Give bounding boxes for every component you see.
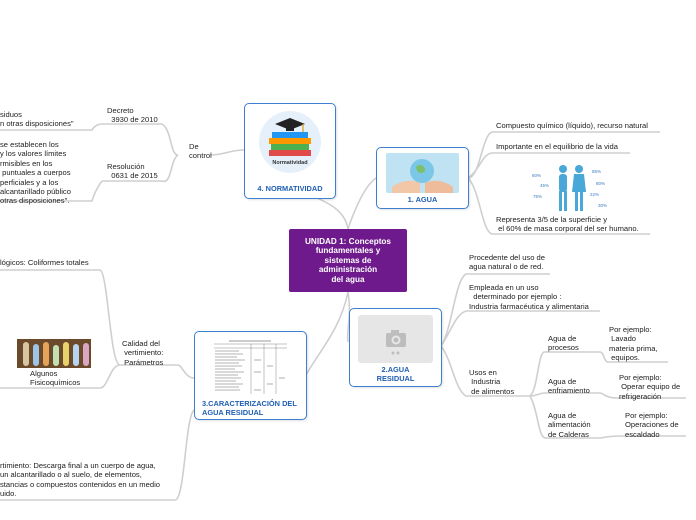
figure-label-0: 60% — [532, 173, 541, 178]
books-graduation-cap-icon — [259, 111, 321, 173]
resolucion-label[interactable]: Resolución 0631 de 2015 — [107, 162, 158, 181]
de-control-label[interactable]: De control — [189, 142, 212, 161]
parametros-fisicoquimicos[interactable]: Algunos Fisicoquímicos — [30, 369, 81, 388]
agua-enfriamiento[interactable]: Agua de enfriamiento — [548, 377, 590, 396]
decreto-detail[interactable]: siduos n otras disposiciones" — [0, 110, 74, 129]
agua-procesos[interactable]: Agua de procesos — [548, 334, 579, 353]
agua-residual-image-placeholder — [358, 315, 433, 363]
central-topic[interactable]: UNIDAD 1: Conceptos fundamentales y sist… — [289, 229, 407, 292]
camera-icon — [386, 330, 406, 355]
normatividad-image-caption: Normatividad — [272, 160, 308, 166]
agua-item-representa[interactable]: Representa 3/5 de la superficie y el 60%… — [496, 215, 639, 234]
figure-label-6: 30% — [598, 203, 607, 208]
figure-label-4: 80% — [596, 181, 605, 186]
caracterizacion-table-image — [209, 338, 292, 395]
node-normatividad[interactable]: Normatividad 4. NORMATIVIDAD — [244, 103, 336, 199]
human-body-water-icon: 60% 45% 75% 85% 80% 22% 30% — [532, 165, 607, 211]
residual-usos[interactable]: Usos en Industria de alimentos — [469, 368, 515, 396]
residual-procedente[interactable]: Procedente del uso de agua natural o de … — [469, 253, 545, 272]
normatividad-image: Normatividad — [255, 110, 325, 174]
figure-label-3: 85% — [592, 169, 601, 174]
agua-image — [386, 153, 459, 193]
agua-item-equilibrio[interactable]: Importante en el equilibrio de la vida — [496, 142, 618, 151]
node-agua-residual-label: 2.AGUA RESIDUAL — [376, 365, 415, 383]
node-normatividad-label: 4. NORMATIVIDAD — [257, 184, 323, 193]
residual-empleada[interactable]: Empleada en un uso determinado por ejemp… — [469, 283, 589, 311]
fisicoquimicos-image — [17, 339, 91, 368]
agua-item-compuesto[interactable]: Compuesto químico (líquido), recurso nat… — [496, 121, 648, 130]
agua-calderas-ejemplo[interactable]: Por ejemplo: Operaciones de escaldado — [625, 411, 679, 439]
node-agua-residual[interactable]: 2.AGUA RESIDUAL — [349, 308, 442, 387]
figure-label-1: 45% — [540, 183, 549, 188]
agua-procesos-ejemplo[interactable]: Por ejemplo: Lavado materia prima, equip… — [609, 325, 658, 363]
figure-label-2: 75% — [533, 194, 542, 199]
agua-calderas[interactable]: Agua de alimentación de Calderas — [548, 411, 591, 439]
node-agua[interactable]: 1. AGUA — [376, 147, 469, 209]
calidad-vertimiento[interactable]: Calidad del vertimiento: Parámetros — [122, 339, 164, 367]
resolucion-detail[interactable]: se establecen los y los valores límites … — [0, 140, 71, 206]
node-caracterizacion-label: 3.CARACTERIZACIÓN DEL AGUA RESIDUAL — [202, 399, 297, 417]
node-caracterizacion[interactable]: 3.CARACTERIZACIÓN DEL AGUA RESIDUAL — [194, 331, 307, 420]
hands-water-globe-icon — [386, 153, 459, 193]
test-tubes-icon — [17, 339, 91, 368]
decreto-label[interactable]: Decreto 3930 de 2010 — [107, 106, 158, 125]
body-water-figure: 60% 45% 75% 85% 80% 22% 30% — [530, 163, 612, 215]
parametros-biologicos[interactable]: lógicos: Coliformes totales — [0, 258, 89, 267]
parameters-table-icon — [209, 338, 292, 395]
agua-enfriamiento-ejemplo[interactable]: Por ejemplo: Operar equipo de refrigerac… — [619, 373, 681, 401]
vertimiento-definicion[interactable]: rtimiento: Descarga final a un cuerpo de… — [0, 461, 160, 499]
node-agua-label: 1. AGUA — [407, 195, 438, 204]
figure-label-5: 22% — [590, 192, 599, 197]
